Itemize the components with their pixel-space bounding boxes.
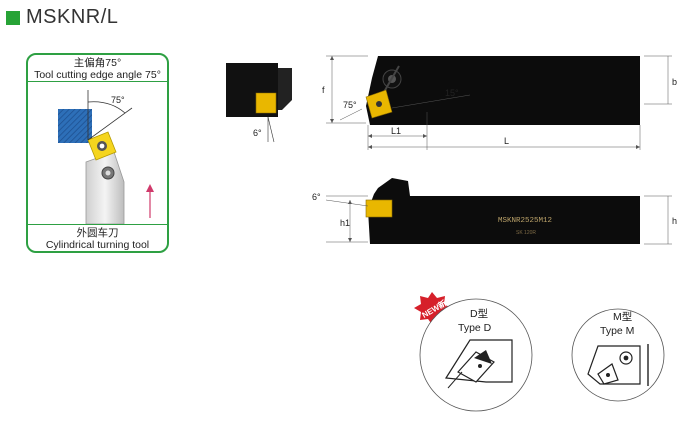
type-d-bubble: D型 Type D [419,298,533,412]
dim-h: h [672,216,677,226]
title-text: MSKNR/L [26,6,119,28]
screw-icon [101,166,115,180]
dim-L: L [504,136,509,146]
top-view: f b 75° 15° L1 L [322,55,677,150]
dim-f: f [322,85,325,95]
tool-marking-small: SK 120R [516,230,536,236]
edge-line [87,107,133,141]
page-title: MSKNR/L [6,6,118,29]
card-header-cn: 主偏角75° [73,57,122,69]
side-angle-label: 6° [253,128,262,138]
side-insert [365,199,393,218]
card-header: 主偏角75° Tool cutting edge angle 75° [28,55,167,82]
side-view: MSKNR2525M12 SK 120R h1 h 6° [312,178,677,245]
card-insert [87,131,117,161]
type-m-bubble: M型 Type M [571,308,665,402]
dim-approach-angle: 75° [343,100,357,110]
tool-marking: MSKNR2525M12 [498,217,552,225]
dim-h1: h1 [340,218,350,228]
type-d-en: Type D [458,322,492,334]
dim-relief-angle: 15° [445,88,459,98]
card-angle-label: 75° [111,95,125,105]
arrow-up-icon [146,184,154,218]
type-m-cn: M型 [613,310,632,323]
angle-card: 主偏角75° Tool cutting edge angle 75° 75° [26,53,169,253]
turning-illustration: 75° [58,90,154,224]
card-header-en: Tool cutting edge angle 75° [34,69,161,81]
workpiece [58,109,92,143]
card-footer-cn: 外圆车刀 [76,227,119,239]
type-d-cn: D型 [470,307,488,320]
card-footer: 外圆车刀 Cylindrical turning tool [28,224,167,251]
type-m-en: Type M [600,325,634,337]
dim-L1: L1 [391,126,401,136]
card-footer-en: Cylindrical turning tool [45,239,150,251]
angle-arc [87,101,126,114]
end-view: 6° [226,63,292,143]
title-marker [6,10,20,25]
dim-front-angle: 6° [312,192,321,202]
dim-b: b [672,77,677,87]
